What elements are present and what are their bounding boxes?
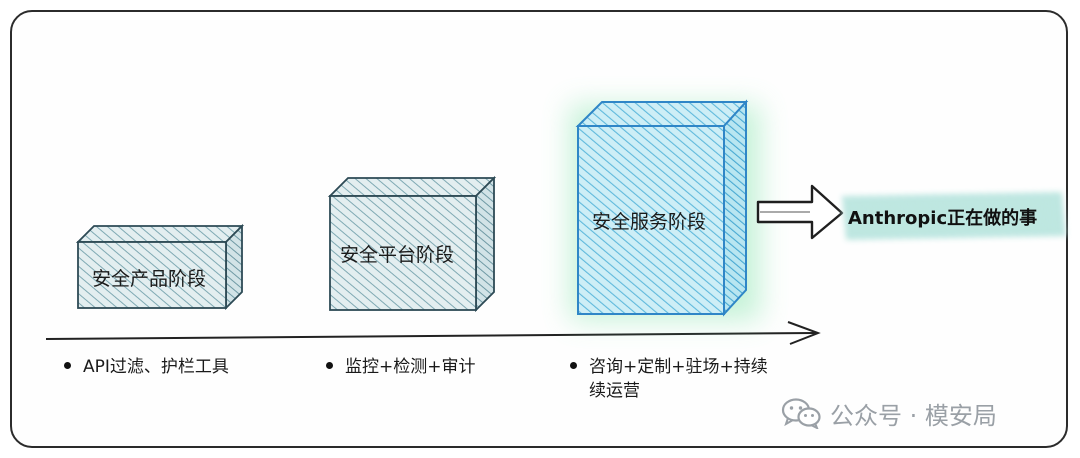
target-highlight: [842, 192, 1066, 240]
bullet-item-product: API过滤、护栏工具: [64, 355, 229, 379]
timeline-arrow: [45, 321, 821, 345]
bullet-item-platform: 监控+检测+审计: [326, 355, 476, 379]
stage-box-product: [75, 223, 245, 311]
bullet-dot-icon: [570, 361, 577, 369]
watermark-text: 公众号 · 模安局: [830, 401, 997, 430]
bullet-dot-icon: [326, 361, 333, 369]
stage-box-service: [570, 99, 760, 320]
block-arrow-icon: [756, 184, 844, 240]
bullet-text: API过滤、护栏工具: [83, 357, 229, 377]
bullet-item-service: 咨询+定制+驻场+持续 续运营: [570, 355, 768, 403]
stage-label-service: 安全服务阶段: [592, 211, 707, 233]
bullet-text: 咨询+定制+驻场+持续: [589, 357, 768, 377]
bullet-text-continued: 续运营: [589, 381, 640, 401]
bullet-text: 监控+检测+审计: [345, 357, 476, 377]
stage-box-platform: [327, 175, 497, 313]
stage-label-product: 安全产品阶段: [92, 268, 207, 290]
stage-label-platform: 安全平台阶段: [340, 244, 455, 266]
bullet-dot-icon: [64, 361, 71, 369]
wechat-icon: [781, 398, 821, 429]
target-label: Anthropic正在做的事: [848, 208, 1038, 229]
watermark: 公众号 · 模安局: [780, 393, 997, 433]
